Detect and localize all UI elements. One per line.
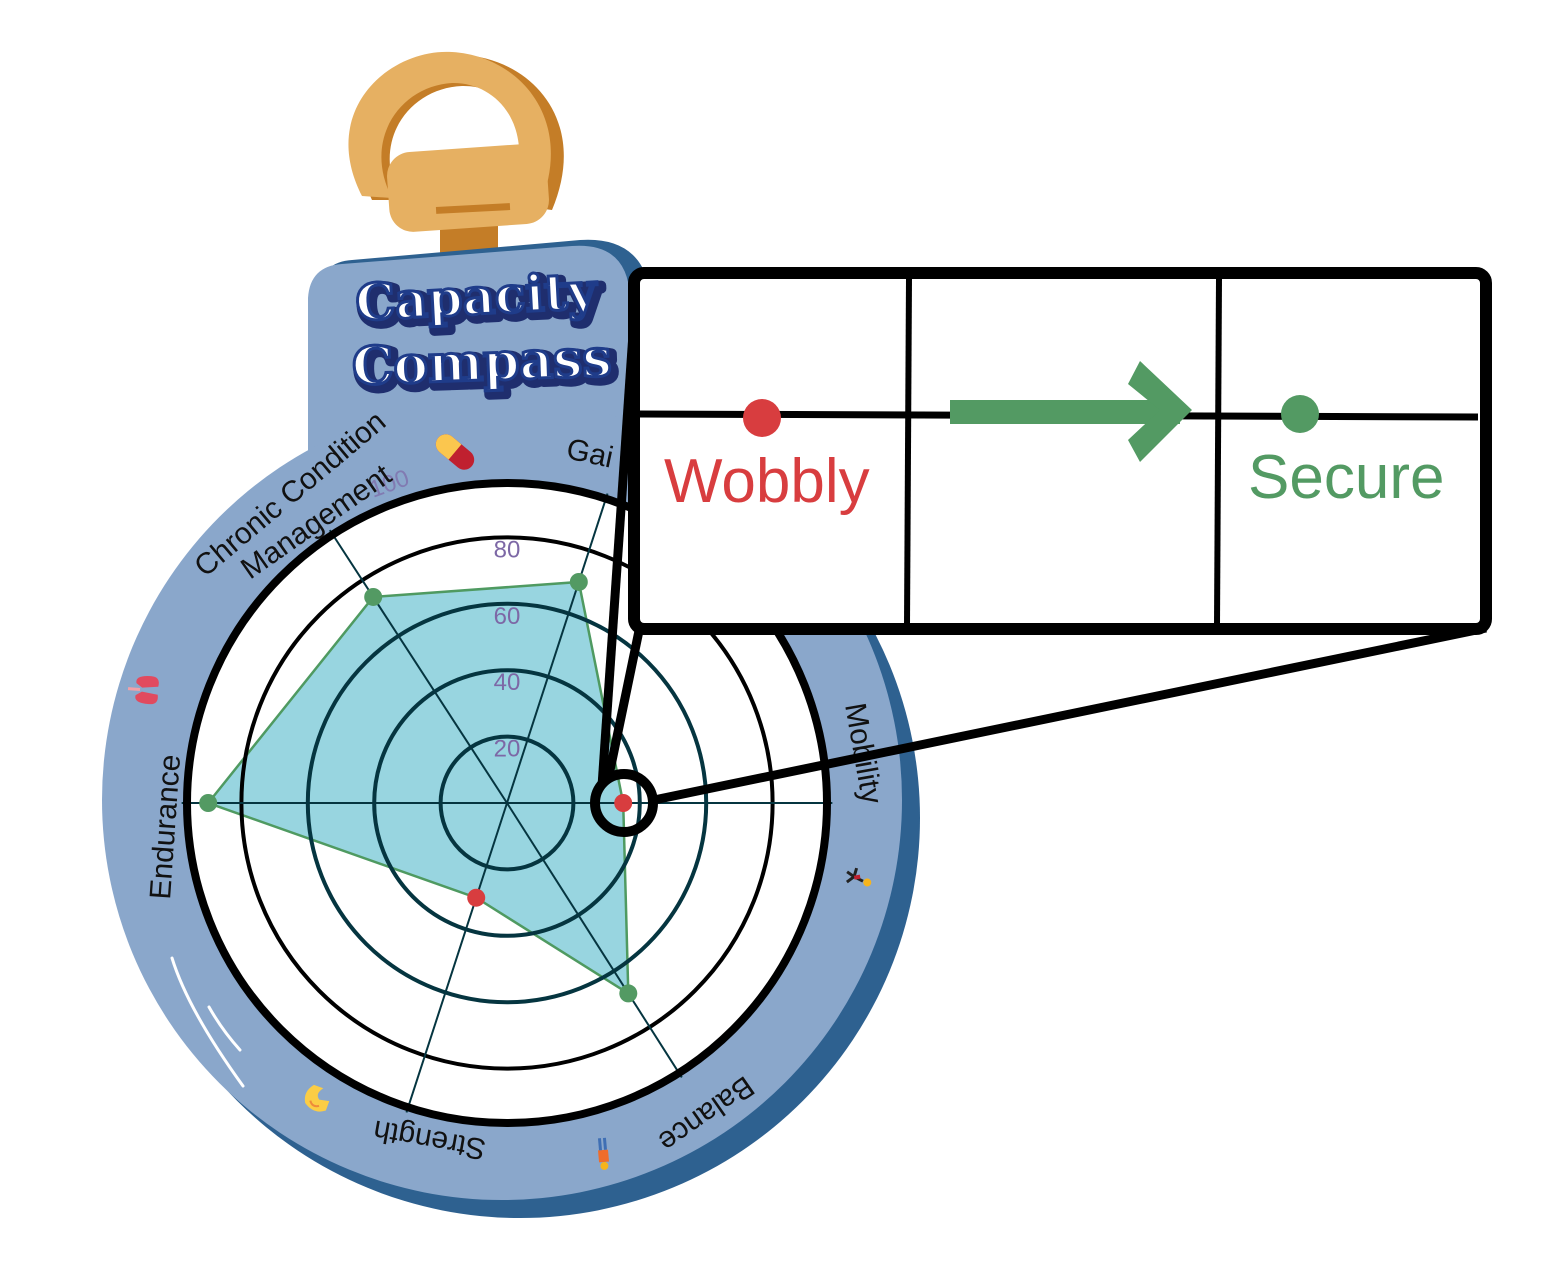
glare-line bbox=[207, 1005, 242, 1052]
handle-slot bbox=[435, 203, 511, 214]
data-point-chronic-condition-management bbox=[364, 587, 383, 606]
tick-label-80: 80 bbox=[494, 536, 521, 563]
title-line1: Capacity bbox=[354, 261, 600, 333]
magnifier-lens bbox=[590, 769, 658, 837]
lungs-icon bbox=[127, 676, 159, 705]
wobbly-marker bbox=[743, 399, 781, 437]
axis-spoke-gait bbox=[506, 493, 609, 804]
improvement-arrow bbox=[950, 361, 1192, 462]
data-point-gait bbox=[569, 572, 588, 591]
title-line1-shadow: Capacity bbox=[358, 265, 604, 337]
magnifier-connector bbox=[653, 623, 1487, 805]
outer-ring bbox=[183, 479, 831, 1127]
legend-box: Wobbly Secure bbox=[628, 267, 1492, 635]
title-line2-shadow: Compass bbox=[355, 331, 617, 401]
secure-marker bbox=[1281, 395, 1319, 433]
data-point-strength bbox=[467, 888, 486, 907]
flexed-biceps-icon bbox=[304, 1084, 330, 1112]
title-line2: Compass bbox=[351, 327, 613, 397]
tick-label-40: 40 bbox=[494, 669, 521, 696]
secure-label: Secure bbox=[1248, 443, 1444, 512]
tick-label-20: 20 bbox=[494, 736, 521, 763]
running-person-icon bbox=[845, 867, 872, 887]
glare-line bbox=[170, 956, 245, 1088]
handle-block bbox=[387, 144, 549, 232]
wobbly-label: Wobbly bbox=[664, 447, 870, 516]
compass-handle bbox=[348, 51, 564, 265]
handle-ring bbox=[348, 51, 551, 205]
axis-spoke-balance bbox=[506, 802, 683, 1078]
data-point-balance bbox=[619, 984, 638, 1003]
legend-grid-line bbox=[1214, 277, 1222, 626]
tick-label-60: 60 bbox=[494, 603, 521, 630]
arrow-head bbox=[1128, 361, 1192, 462]
legend-box-frame bbox=[628, 267, 1492, 635]
pill-icon bbox=[435, 434, 475, 470]
legend-grid-line bbox=[904, 277, 912, 626]
data-point-mobility bbox=[614, 794, 633, 812]
person-standing-icon bbox=[597, 1137, 610, 1170]
arrow-shaft bbox=[950, 400, 1180, 424]
data-point-endurance bbox=[199, 794, 218, 812]
axis-spoke-strength bbox=[405, 802, 508, 1113]
title: Capacity Capacity Compass Compass bbox=[349, 259, 621, 406]
axis-spoke-chronic-condition-management bbox=[328, 529, 508, 804]
magnifier-connector bbox=[603, 625, 645, 781]
